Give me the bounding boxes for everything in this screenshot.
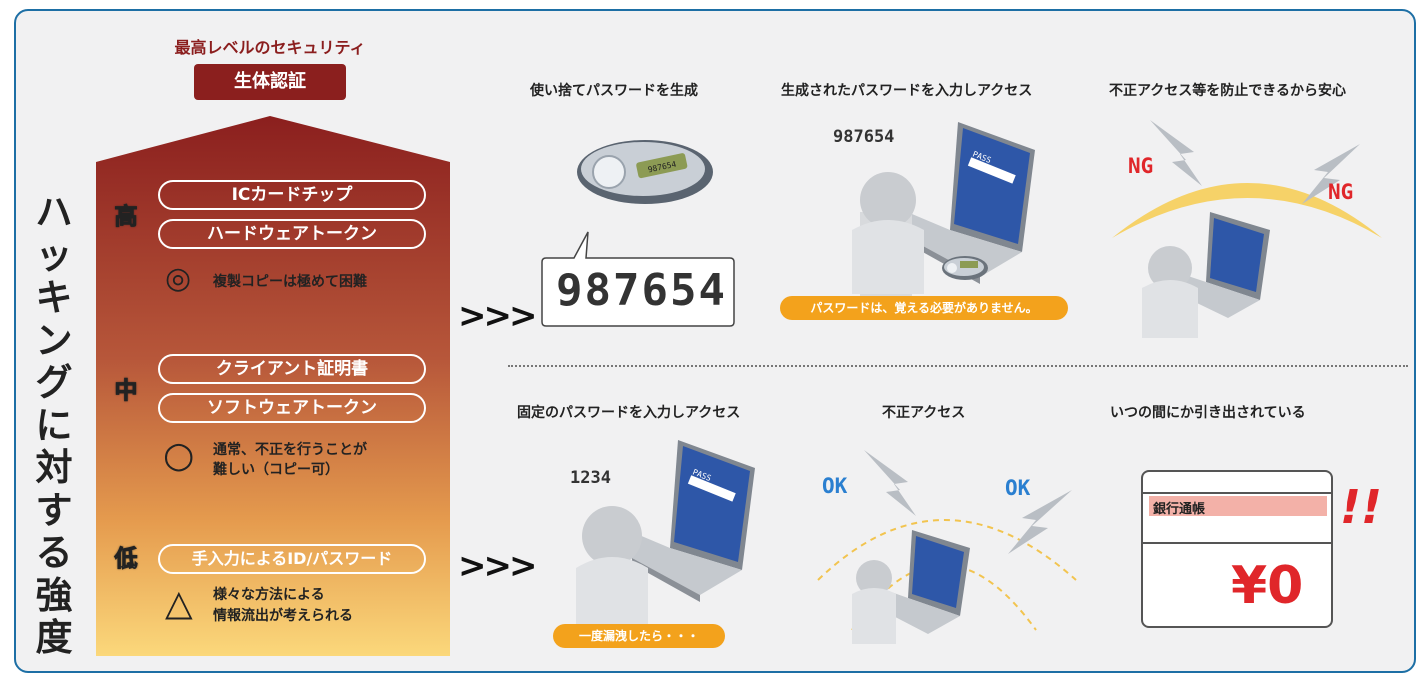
low-note-line2: 情報流出が考えられる [213, 608, 353, 624]
hardware-token-pill: ハードウェアトークン [158, 219, 426, 249]
no-memorize-badge: パスワードは、覚える必要がありません。 [780, 296, 1068, 320]
password-bubble [541, 231, 735, 327]
user-with-laptop-bottom: PASS [576, 440, 755, 637]
top-step2-caption: 生成されたパスワードを入力しアクセス [781, 83, 1033, 99]
mid-note-line2: 難しい（コピー可） [213, 462, 339, 478]
ng-label-left: NG [1128, 154, 1154, 178]
top-level-caption: 最高レベルのセキュリティ [174, 38, 366, 57]
level-low-mark: 低 [114, 546, 138, 573]
ic-card-chip-pill: ICカードチップ [158, 180, 426, 210]
lightning-icon [1302, 144, 1360, 204]
client-certificate-pill: クライアント証明書 [158, 354, 426, 384]
lightning-icon [864, 450, 916, 516]
low-note-line1: 様々な方法による [213, 587, 325, 603]
bubble-code: 987654 [556, 265, 727, 316]
circle-icon: ○ [163, 435, 195, 476]
double-circle-icon: ◎ [165, 261, 192, 296]
leak-badge: 一度漏洩したら・・・ [553, 624, 725, 648]
exclamation-icon: !! [1340, 480, 1382, 534]
top-step1-caption: 使い捨てパスワードを生成 [530, 83, 698, 99]
level-high-mark: 高 [114, 204, 138, 231]
manual-id-password-pill: 手入力によるID/パスワード [158, 544, 426, 574]
top-step3-caption: 不正アクセス等を防止できるから安心 [1109, 83, 1347, 99]
bottom-step3-caption: いつの間にか引き出されている [1110, 405, 1306, 421]
unauthorized-access-scene [817, 450, 1077, 644]
lightning-icon [1150, 120, 1202, 186]
section-divider [508, 365, 1408, 367]
entered-code-top: 987654 [833, 127, 895, 147]
triangle-icon: △ [165, 583, 193, 624]
hardware-token-icon: 987654 [577, 140, 713, 204]
protected-user-scene [1112, 120, 1382, 338]
high-note: 複製コピーは極めて困難 [213, 274, 367, 290]
passbook-label: 銀行通帳 [1153, 502, 1206, 517]
bottom-step2-caption: 不正アクセス [882, 405, 966, 421]
bottom-flow-arrow: >>> [458, 546, 537, 586]
token-small-display [960, 261, 978, 268]
strength-title: ハッキングに対する強度 [35, 191, 73, 659]
level-mid-mark: 中 [114, 378, 138, 405]
small-token-icon [942, 256, 988, 280]
lightning-icon [1008, 490, 1072, 554]
bottom-step1-caption: 固定のパスワードを入力しアクセス [517, 405, 741, 421]
strength-gradient-house [96, 116, 450, 656]
balance-amount: ¥0 [1231, 556, 1304, 616]
top-flow-arrow: >>> [458, 296, 537, 336]
ng-label-right: NG [1328, 180, 1354, 204]
biometric-label: 生体認証 [194, 64, 346, 100]
ok-label-right: OK [1005, 476, 1031, 500]
entered-code-bottom: 1234 [570, 468, 611, 488]
software-token-pill: ソフトウェアトークン [158, 393, 426, 423]
bank-passbook: 銀行通帳 ¥0 [1141, 470, 1333, 628]
mid-note-line1: 通常、不正を行うことが [213, 442, 367, 458]
ok-label-left: OK [822, 474, 848, 498]
